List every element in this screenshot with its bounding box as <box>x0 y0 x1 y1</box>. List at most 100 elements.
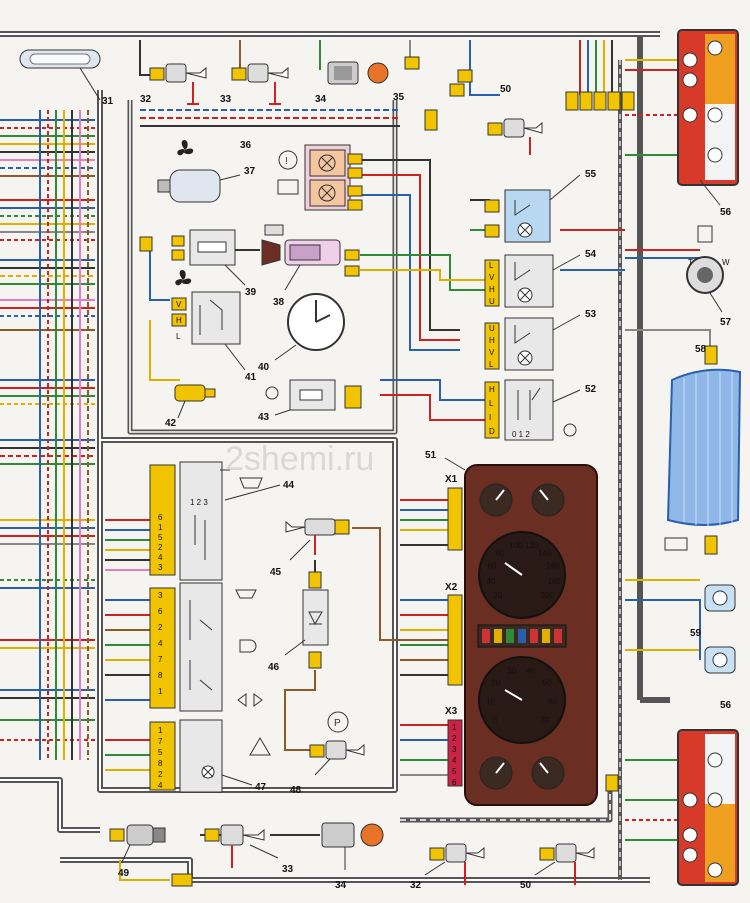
s44-upper-pin: 2 <box>158 543 163 552</box>
tacho-scale-label: 30 <box>507 667 516 676</box>
speedo-scale-label: 40 <box>487 577 496 586</box>
label-x1: X1 <box>445 474 458 485</box>
component-33-switch-bottom: 33 <box>204 824 294 875</box>
x3-pin: 5 <box>452 767 457 776</box>
connector-x1: X1 <box>445 474 463 551</box>
label-43: 43 <box>258 412 270 423</box>
s52-pin-l: L <box>489 399 494 408</box>
component-32-switch-top: 32 <box>140 63 207 105</box>
speedo-scale-label: 180 <box>547 577 561 586</box>
s47-pin: 2 <box>158 770 163 779</box>
tacho-scale-label: 70 <box>541 716 550 725</box>
s44-upper-pin: 6 <box>158 513 163 522</box>
component-34-lamp-bottom: 34 <box>321 822 384 891</box>
s44-upper-pin: 4 <box>158 553 163 562</box>
label-41: 41 <box>245 372 257 383</box>
label-33-bottom: 33 <box>282 864 294 875</box>
left-wire-bundle <box>0 110 95 760</box>
label-55: 55 <box>585 169 597 180</box>
label-50-top: 50 <box>500 84 512 95</box>
speedo-scale-label: 200 <box>541 591 555 600</box>
x3-pin: 6 <box>452 778 457 787</box>
component-45-switch: 45 <box>270 518 350 578</box>
label-38: 38 <box>273 297 285 308</box>
component-31-lamp: 31 <box>19 49 114 107</box>
s44-upper-pin: 5 <box>158 533 163 542</box>
connector-x2: X2 <box>445 582 463 686</box>
label-58: 58 <box>695 344 707 355</box>
component-58-rear-window: 58 <box>664 344 742 555</box>
label-46: 46 <box>268 662 280 673</box>
s44-lower-pin: 1 <box>158 687 163 696</box>
svg-text:P: P <box>334 718 341 729</box>
s54-pin-h: H <box>489 285 495 294</box>
tacho-scale-label: 40 <box>527 667 536 676</box>
s47-pin: 4 <box>158 781 163 790</box>
s53-pin-u: U <box>489 324 495 333</box>
component-34-lamp-top: 34 <box>315 61 389 105</box>
component-56-tail-lamp-top: 56 <box>677 29 739 218</box>
component-56-tail-lamp-bottom: 56 <box>677 700 739 886</box>
label-34-bottom: 34 <box>335 880 347 891</box>
cluster-connector <box>605 774 619 792</box>
label-34-top: 34 <box>315 94 327 105</box>
label-56-bottom: 56 <box>720 700 732 711</box>
x3-pin: 1 <box>452 723 457 732</box>
speedo-scale-label: 120 <box>525 541 539 550</box>
component-48-switch: P 48 <box>290 711 365 796</box>
label-x2: X2 <box>445 582 458 593</box>
label-36: 36 <box>240 140 252 151</box>
s52-positions: 0 1 2 <box>512 430 530 439</box>
label-32-top: 32 <box>140 94 152 105</box>
speedo-scale-label: 80 <box>496 549 505 558</box>
speedo-scale-label: 140 <box>538 549 552 558</box>
s44-lower-pin: 8 <box>158 671 163 680</box>
label-51: 51 <box>425 450 437 461</box>
s54-pin-l: L <box>489 261 494 270</box>
label-52: 52 <box>585 384 597 395</box>
component-42-diode: 42 <box>165 384 216 429</box>
s44-upper-pin: 1 <box>158 523 163 532</box>
s47-pin: 5 <box>158 748 163 757</box>
s53-pin-l: L <box>489 360 494 369</box>
s44-upper-pin: 3 <box>158 563 163 572</box>
s53-pin-v: V <box>489 348 495 357</box>
s44-lower-pin: 3 <box>158 591 163 600</box>
component-35-connector: 35 <box>393 56 420 103</box>
x3-pin: 3 <box>452 745 457 754</box>
component-57-fuel-sender: T W 57 <box>686 225 732 328</box>
component-55-switch: 55 <box>484 169 597 243</box>
component-59-plate-lamps: 59 <box>690 584 736 674</box>
label-54: 54 <box>585 249 597 260</box>
label-33-top: 33 <box>220 94 232 105</box>
panel-wires <box>149 159 711 421</box>
label-59: 59 <box>690 628 702 639</box>
label-44: 44 <box>283 480 295 491</box>
component-54-switch: L V H U 54 <box>484 249 597 308</box>
s52-pin-h: H <box>489 385 495 394</box>
label-57: 57 <box>720 317 732 328</box>
s44-positions: 1 2 3 <box>190 498 208 507</box>
label-x3: X3 <box>445 706 458 717</box>
tacho-scale-label: 10 <box>486 698 495 707</box>
label-45: 45 <box>270 567 282 578</box>
s52-pin-d: D <box>489 427 495 436</box>
label-39: 39 <box>245 287 257 298</box>
sender-pin-t: T <box>688 258 693 267</box>
s44-lower-pin: 7 <box>158 655 163 664</box>
tacho-scale-label: 60 <box>548 698 557 707</box>
s47-pin: 8 <box>158 759 163 768</box>
bottom-connector <box>171 873 193 887</box>
component-53-switch: U H V L 53 <box>484 309 597 371</box>
s54-pin-u: U <box>489 297 495 306</box>
s41-pin-v: V <box>176 300 182 309</box>
label-40: 40 <box>258 362 270 373</box>
component-41-heater-switch: V H L 41 <box>171 269 257 383</box>
component-33-switch-top: 33 <box>220 63 289 105</box>
label-31: 31 <box>102 96 114 107</box>
